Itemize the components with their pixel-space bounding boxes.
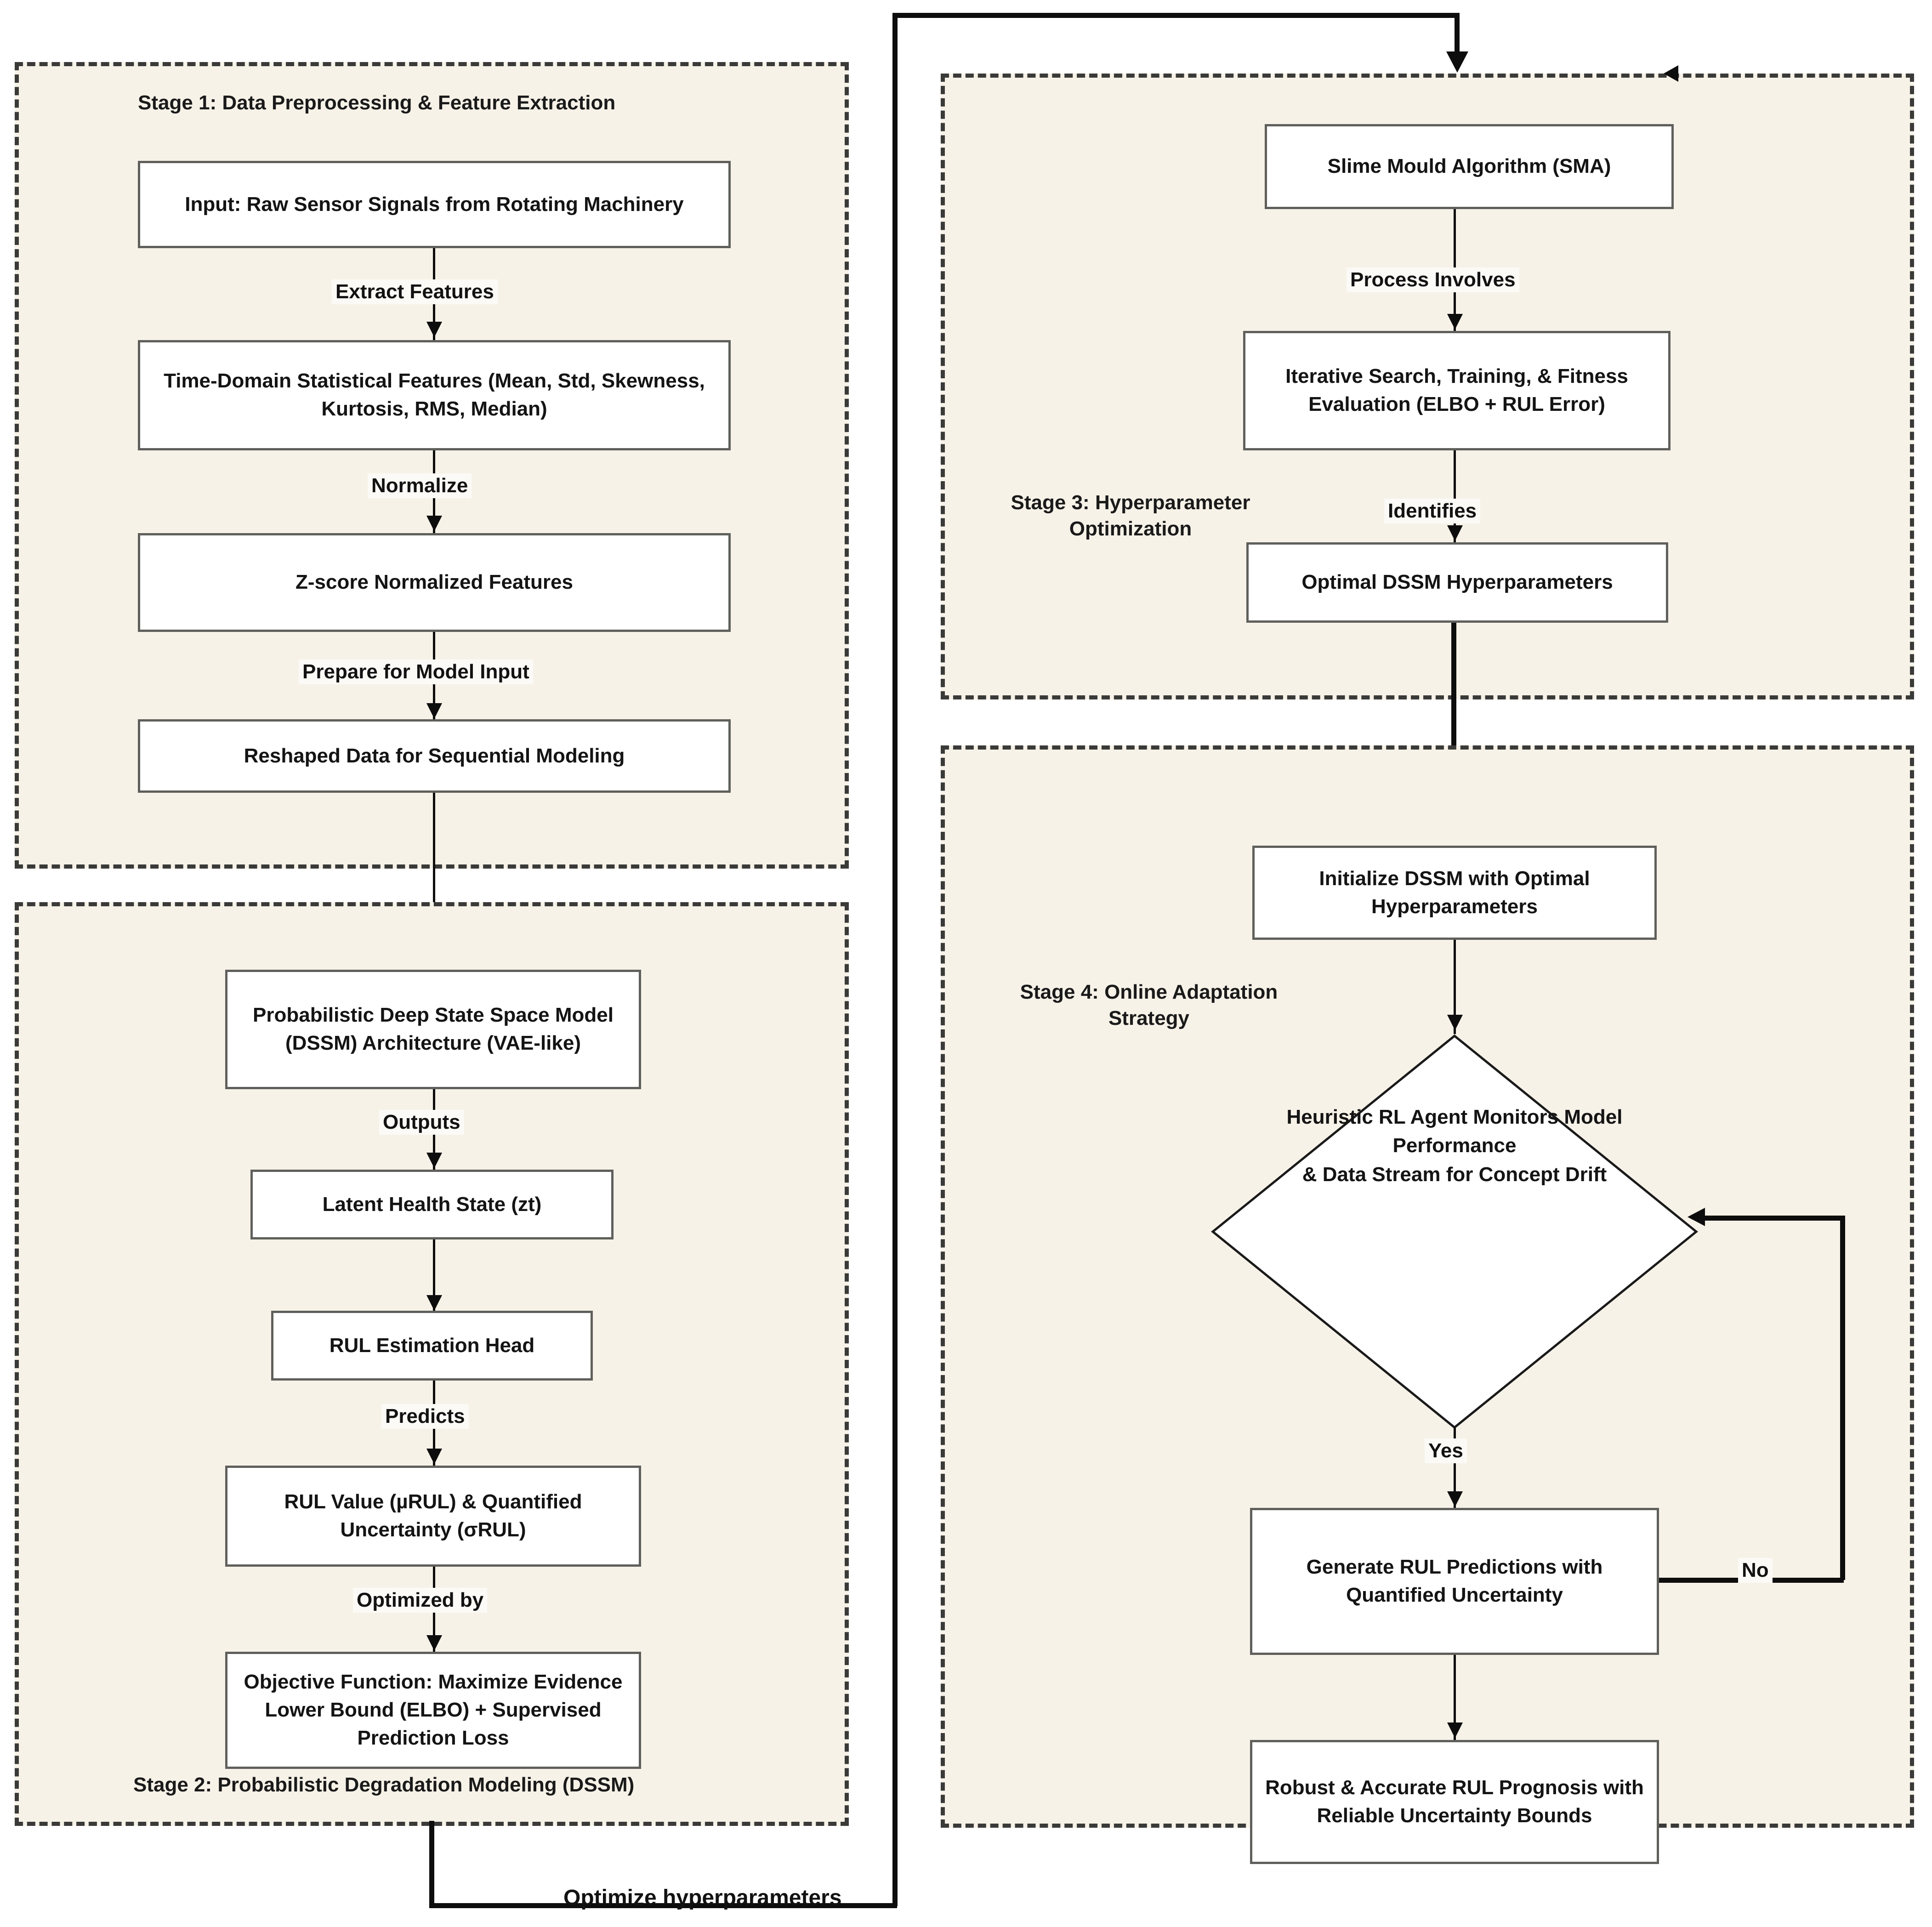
edge-label-optimize-hyperparameters: Optimize hyperparameters (563, 1886, 842, 1910)
edge-label-identifies: Identifies (1384, 499, 1481, 523)
node-reshaped-data[interactable]: Reshaped Data for Sequential Modeling (138, 719, 731, 793)
edge-label-process-involves: Process Involves (1347, 267, 1519, 292)
arrowhead-rulhead-to-rulvalue (426, 1449, 442, 1464)
arrowhead-input-to-timedomain (426, 322, 442, 337)
node-time-domain-features[interactable]: Time-Domain Statistical Features (Mean, … (138, 340, 731, 450)
node-input-raw-sensor-signals[interactable]: Input: Raw Sensor Signals from Rotating … (138, 161, 731, 248)
stage-1-label: Stage 1: Data Preprocessing & Feature Ex… (138, 91, 616, 114)
feedback-vline-into-stage3 (1455, 13, 1460, 54)
arrowhead-no-loop-to-decision (1688, 1208, 1705, 1226)
connector-generate-to-robust (1454, 1655, 1456, 1740)
node-dssm-architecture[interactable]: Probabilistic Deep State Space Model (DS… (225, 970, 641, 1089)
arrowhead-rulvalue-to-objective (426, 1635, 442, 1651)
node-slime-mould-algorithm[interactable]: Slime Mould Algorithm (SMA) (1265, 124, 1674, 209)
arrowhead-initialize-to-decision (1447, 1015, 1463, 1030)
edge-label-no: No (1738, 1558, 1773, 1583)
edge-label-outputs: Outputs (379, 1110, 464, 1135)
node-robust-accurate-rul-prognosis[interactable]: Robust & Accurate RUL Prognosis with Rel… (1250, 1740, 1659, 1864)
no-loop-vline (1840, 1216, 1845, 1580)
arrowhead-dssm-to-latent (426, 1153, 442, 1168)
diamond-shape-icon (1211, 1034, 1698, 1429)
feedback-vline-right (892, 13, 898, 1906)
decision-heuristic-rl-agent[interactable]: Heuristic RL Agent Monitors Model Perfor… (1211, 1034, 1698, 1429)
connector-optimal-to-initialize (1451, 623, 1456, 846)
feedback-hline-bottom (429, 1903, 897, 1908)
arrowhead-iterative-to-optimal (1447, 525, 1463, 541)
stage-3-label: Stage 3: Hyperparameter Optimization (1011, 491, 1250, 540)
arrowhead-feedback-into-stage3 (1446, 51, 1468, 73)
edge-label-prepare-for-model-input: Prepare for Model Input (299, 659, 533, 684)
stage-4-label: Stage 4: Online Adaptation Strategy (1020, 981, 1278, 1030)
edge-label-yes: Yes (1425, 1438, 1467, 1463)
stage3-incoming-marker-icon (1664, 65, 1678, 82)
connector-decision-to-generate (1454, 1427, 1456, 1508)
edge-label-predicts: Predicts (381, 1404, 469, 1429)
arrowhead-generate-to-robust (1447, 1722, 1463, 1738)
node-optimal-dssm-hyperparameters[interactable]: Optimal DSSM Hyperparameters (1246, 542, 1668, 623)
arrowhead-zscore-to-reshaped (426, 703, 442, 719)
edge-label-optimized-by: Optimized by (353, 1588, 488, 1613)
no-loop-hline-top (1700, 1216, 1843, 1221)
connector-iterative-to-optimal (1454, 450, 1456, 542)
feedback-vline-from-stage2 (429, 1821, 434, 1906)
edge-label-normalize: Normalize (368, 473, 472, 498)
stage-2-label: Stage 2: Probabilistic Degradation Model… (133, 1774, 635, 1796)
connector-latent-to-rulhead (433, 1239, 435, 1311)
node-generate-rul-predictions[interactable]: Generate RUL Predictions with Quantified… (1250, 1508, 1659, 1655)
feedback-hline-top (892, 13, 1460, 18)
connector-reshaped-to-dssm (433, 793, 435, 970)
arrowhead-decision-to-generate (1447, 1491, 1463, 1507)
node-zscore-normalized-features[interactable]: Z-score Normalized Features (138, 533, 731, 632)
edge-label-extract-features: Extract Features (332, 279, 498, 304)
arrowhead-timedomain-to-zscore (426, 516, 442, 531)
node-latent-health-state[interactable]: Latent Health State (zt) (250, 1170, 614, 1239)
node-iterative-search-training[interactable]: Iterative Search, Training, & Fitness Ev… (1243, 331, 1671, 450)
node-initialize-dssm[interactable]: Initialize DSSM with Optimal Hyperparame… (1252, 846, 1657, 940)
node-rul-estimation-head[interactable]: RUL Estimation Head (271, 1311, 593, 1381)
node-rul-value-uncertainty[interactable]: RUL Value (µRUL) & Quantified Uncertaint… (225, 1466, 641, 1567)
arrowhead-sma-to-iterative (1447, 314, 1463, 330)
arrowhead-latent-to-rulhead (426, 1295, 442, 1311)
connector-initialize-to-decision (1454, 940, 1456, 1034)
node-objective-function[interactable]: Objective Function: Maximize Evidence Lo… (225, 1652, 641, 1769)
